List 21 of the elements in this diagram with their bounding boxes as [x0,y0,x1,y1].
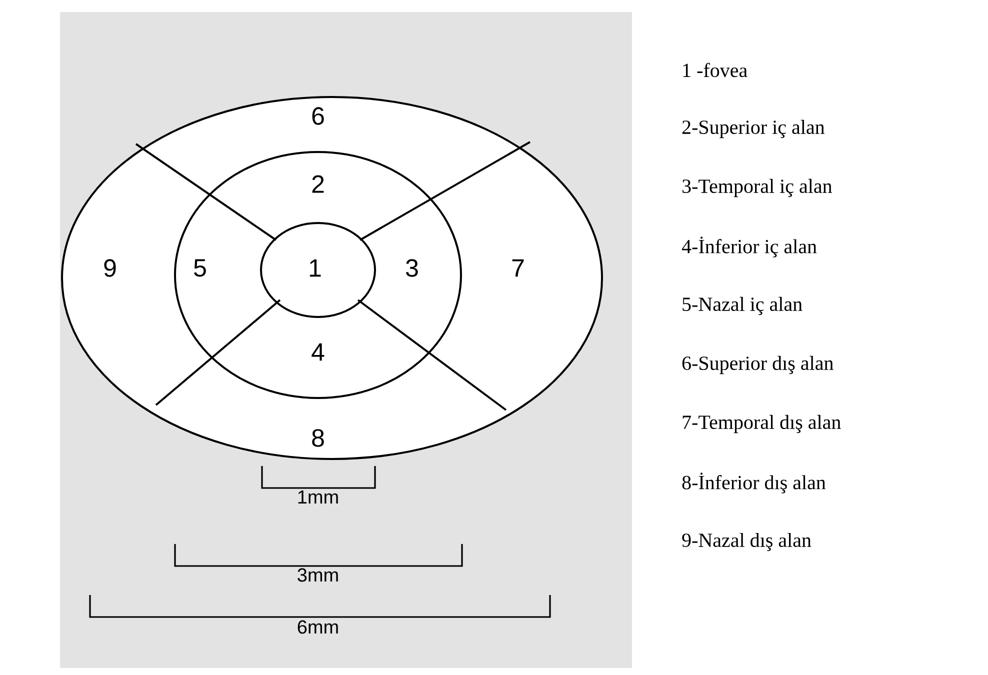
sector-number: 2 [312,175,324,193]
legend-entry: 5-Nazal iç alan [682,296,802,316]
sector-number: 8 [312,429,324,447]
sector-number: 4 [312,343,324,361]
legend-entry: 9-Nazal dış alan [682,532,812,552]
dimension-label: 1mm [298,490,338,504]
legend-entry: 7-Temporal dış alan [682,414,841,434]
sector-number: 1 [310,259,321,277]
sector-number: 7 [512,259,524,277]
legend-entry: 1 -fovea [683,62,748,78]
legend-entry: 4-İnferior iç alan [682,236,817,258]
sector-number: 3 [406,259,418,277]
sector-number: 6 [312,107,324,125]
dimension-label: 6mm [298,620,338,634]
legend-entry: 8-İnferior dış alan [682,472,826,494]
sector-number: 5 [194,259,206,277]
legend-entry: 2-Superior iç alan [682,120,825,138]
sector-number: 9 [104,259,116,277]
legend-entry: 3-Temporal iç alan [682,178,832,198]
legend-entry: 6-Superior dış alan [682,356,834,374]
dimension-label: 3mm [298,568,338,582]
